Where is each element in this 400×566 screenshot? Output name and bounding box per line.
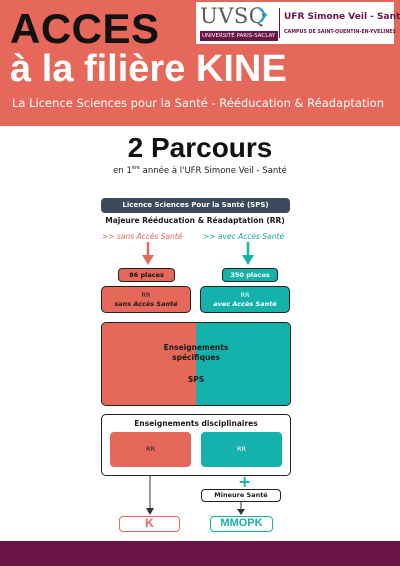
- ens-spec-sps: SPS: [187, 375, 205, 384]
- mineure-sante-box: Mineure Santé: [201, 489, 281, 502]
- header-title-acces: ACCES: [10, 5, 160, 52]
- places-badge-left: 86 places: [118, 268, 175, 282]
- enseignements-disciplinaires-box: Enseignements disciplinaires RR RR: [101, 414, 291, 476]
- rr-left-line1: RR: [141, 291, 151, 299]
- arrow-down-k-icon: [146, 476, 154, 515]
- ens-spec-title: Enseignements spécifiques: [102, 343, 290, 363]
- rr-right-line2: avec Accès Santé: [213, 300, 277, 308]
- rr-right-line1: RR: [240, 291, 250, 299]
- outcome-k: K: [119, 516, 180, 532]
- arrow-down-left-icon: [142, 242, 154, 265]
- page-subtitle: en 1ère année à l'UFR Simone Veil - Sant…: [0, 165, 400, 176]
- plus-icon: +: [238, 472, 252, 491]
- uvsq-mark-icon: [258, 7, 267, 24]
- header-banner: ACCES à la filière KINE La Licence Scien…: [0, 0, 400, 126]
- label-avec-acces: >> avec Accès Santé: [203, 232, 285, 241]
- rr-avec-acces-box: RR avec Accès Santé: [200, 286, 290, 313]
- subtitle-suffix: année à l'UFR Simone Veil - Santé: [139, 165, 287, 176]
- subtitle-sup: ère: [131, 165, 140, 171]
- header-subtitle: La Licence Sciences pour la Santé - Rééd…: [12, 96, 384, 110]
- places-badge-right: 350 places: [222, 268, 278, 282]
- majeure-label: Majeure Rééducation & Réadaptation (RR): [105, 216, 285, 225]
- ens-spec-line1: Enseignements: [163, 343, 229, 352]
- label-sans-acces: >> sans Accès Santé: [102, 232, 183, 241]
- logo-divider: [279, 8, 280, 38]
- arrow-down-right-icon: [242, 242, 254, 265]
- campus-name: CAMPUS DE SAINT-QUENTIN-EN-YVELINES: [284, 30, 396, 35]
- header-title-filiere: à la filière KINE: [10, 48, 287, 90]
- ufr-name: UFR Simone Veil - Santé: [284, 12, 400, 22]
- footer-band: [0, 541, 400, 566]
- disc-rr-right: RR: [201, 432, 282, 467]
- sps-licence-bar: Licence Sciences Pour la Santé (SPS): [101, 198, 290, 213]
- ens-spec-line2: spécifiques: [172, 353, 220, 362]
- subtitle-prefix: en 1: [113, 165, 132, 176]
- outcome-mmopk: MMOPK: [210, 516, 273, 532]
- ens-disc-title: Enseignements disciplinaires: [134, 419, 258, 428]
- paris-saclay-logo: UNIVERSITÉ PARIS-SACLAY: [200, 31, 278, 41]
- logo-block: UVSQ UNIVERSITÉ PARIS-SACLAY UFR Simone …: [196, 2, 400, 44]
- disc-rr-left: RR: [110, 432, 191, 467]
- enseignements-specifiques-box: Enseignements spécifiques SPS: [101, 322, 291, 406]
- page-title: 2 Parcours: [127, 132, 273, 163]
- rr-sans-acces-box: RR sans Accès Santé: [101, 286, 191, 313]
- arrow-down-mmopk-icon: [237, 502, 245, 515]
- uvsq-logo: UVSQ: [200, 4, 267, 28]
- rr-left-line2: sans Accès Santé: [114, 300, 178, 308]
